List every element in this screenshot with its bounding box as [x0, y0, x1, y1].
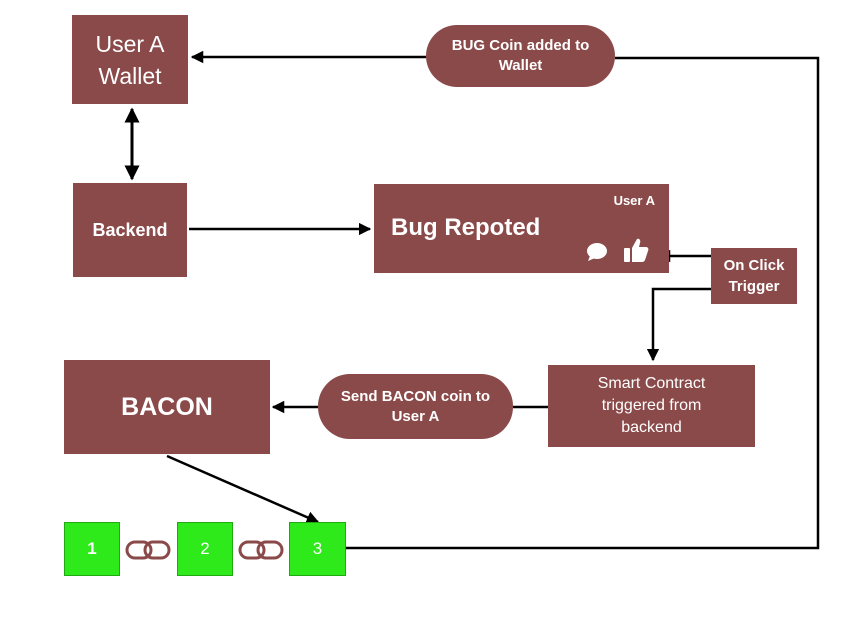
- bug-coin-label: BUG Coin added to Wallet: [426, 25, 615, 87]
- send-bacon-line1: Send BACON coin to: [340, 387, 491, 405]
- contract-line2: triggered from: [601, 397, 702, 414]
- wallet-line2: Wallet: [98, 62, 162, 89]
- trigger-line1: On Click: [723, 257, 785, 274]
- bug-coin-line2: Wallet: [498, 57, 543, 74]
- chain-link-icon: [238, 540, 284, 560]
- block-3: 3: [289, 522, 346, 576]
- trigger-line2: Trigger: [728, 278, 780, 295]
- send-bacon-label: Send BACON coin to User A: [318, 374, 513, 439]
- user-a-wallet-node: User A Wallet: [72, 15, 188, 104]
- chain-link-icon: [125, 540, 171, 560]
- block-2: 2: [177, 522, 233, 576]
- wallet-line1: User A: [95, 30, 165, 57]
- block-1: 1: [64, 522, 120, 576]
- backend-label: Backend: [92, 219, 168, 240]
- thumbs-up-icon: [624, 238, 649, 262]
- bug-reported-node: User A Bug Repoted: [374, 184, 669, 273]
- bacon-to-block-arrow: [166, 454, 320, 524]
- contract-line1: Smart Contract: [597, 375, 706, 392]
- contract-line3: backend: [621, 419, 682, 436]
- smart-contract-node: Smart Contract triggered from backend: [548, 365, 755, 447]
- bug-user-tag: User A: [613, 193, 655, 208]
- bacon-label: BACON: [121, 392, 213, 421]
- bug-reported-title: Bug Repoted: [391, 214, 541, 241]
- bacon-node: BACON: [64, 360, 270, 454]
- bug-coin-line1: BUG Coin added to: [451, 37, 590, 54]
- send-bacon-line2: User A: [391, 407, 440, 425]
- comment-icon: [587, 243, 607, 261]
- trigger-to-contract-arrow: [646, 287, 711, 362]
- backend-node: Backend: [73, 183, 187, 277]
- block-to-wallet-loop: [346, 56, 820, 550]
- on-click-trigger-node: On Click Trigger: [711, 248, 797, 304]
